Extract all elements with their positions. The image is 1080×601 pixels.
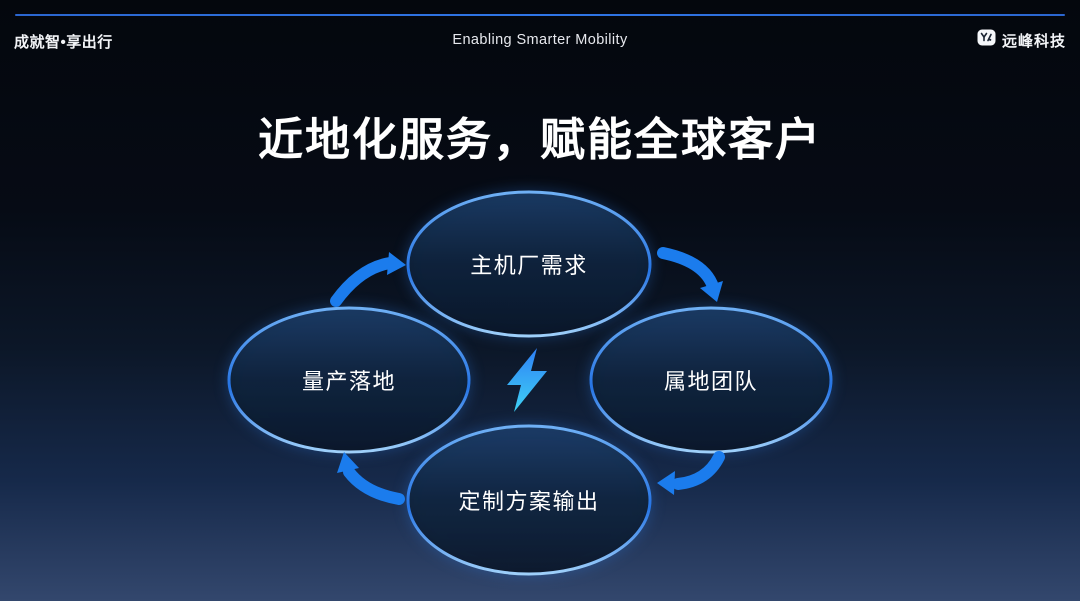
yuanfeng-logo-icon <box>977 29 996 51</box>
node-ellipse-custom-solution <box>406 424 652 576</box>
node-ellipse-local-team <box>589 306 833 454</box>
header-divider-line <box>15 14 1065 16</box>
arrow-bottom-to-left-icon <box>337 452 405 505</box>
node-label-mass-production: 量产落地 <box>301 369 397 394</box>
node-label-local-team: 属地团队 <box>663 369 759 394</box>
brand-lockup: 远峰科技 <box>977 29 1066 51</box>
header-subtitle: Enabling Smarter Mobility <box>452 32 628 48</box>
lightning-bolt-icon <box>507 348 547 412</box>
slide-title: 近地化服务，赋能全球客户 <box>257 114 822 165</box>
brand-name: 远峰科技 <box>1001 32 1066 50</box>
node-label-oem-demand: 主机厂需求 <box>470 253 588 278</box>
arrow-right-to-bottom-icon <box>657 451 725 495</box>
arrow-left-to-top-icon <box>330 252 406 307</box>
node-label-custom-solution: 定制方案输出 <box>458 489 600 514</box>
node-ellipse-mass-production <box>227 306 471 454</box>
node-ellipse-oem-demand <box>406 190 652 338</box>
arrow-top-to-right-icon <box>657 247 723 302</box>
header-slogan: 成就智•享出行 <box>14 34 113 51</box>
